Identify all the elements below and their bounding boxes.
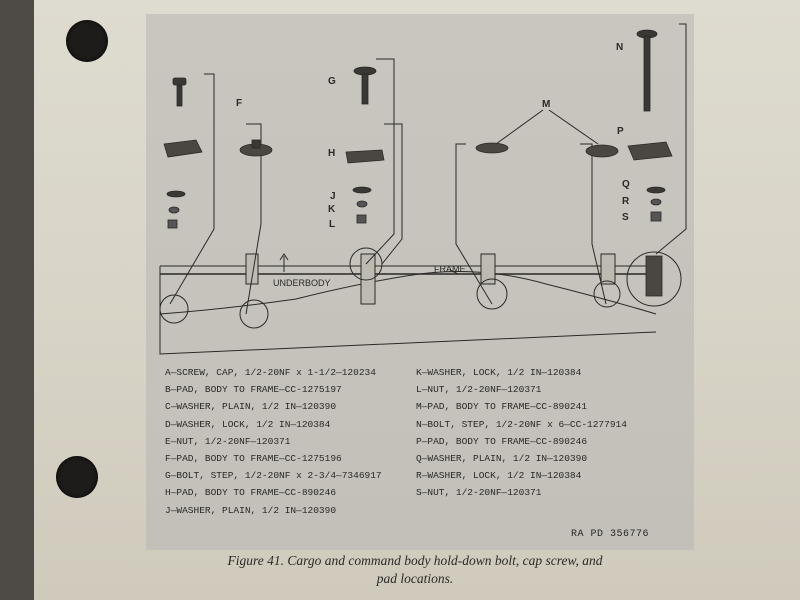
legend-item: P—PAD, BODY TO FRAME—CC-890246 bbox=[416, 435, 588, 447]
label-F: F bbox=[236, 98, 242, 109]
legend-item: K—WASHER, LOCK, 1/2 IN—120384 bbox=[416, 367, 582, 378]
binder-hole-bottom bbox=[56, 456, 98, 498]
legend-item: F—PAD, BODY TO FRAME—CC-1275196 bbox=[165, 452, 342, 464]
figure-caption: Figure 41. Cargo and command body hold-d… bbox=[120, 552, 710, 588]
label-H: H bbox=[328, 148, 335, 159]
label-M: M bbox=[542, 99, 550, 110]
legend-item: L—NUT, 1/2-20NF—120371 bbox=[416, 384, 542, 396]
label-G: G bbox=[328, 76, 336, 87]
legend-right: K—WASHER, LOCK, 1/2 IN—120384 L—NUT, 1/2… bbox=[416, 364, 627, 502]
caption-line-2: pad locations. bbox=[376, 571, 454, 586]
underbody-callout: UNDERBODY bbox=[273, 278, 331, 288]
label-K: K bbox=[328, 204, 336, 215]
label-R: R bbox=[622, 196, 630, 207]
legend-item: R—WASHER, LOCK, 1/2 IN—120384 bbox=[416, 470, 582, 482]
label-P: P bbox=[617, 126, 624, 137]
label-N: N bbox=[616, 42, 623, 53]
hold-down-diagram: A B C D E F G H J K L M N P Q R S UNDERB… bbox=[146, 23, 687, 355]
label-S: S bbox=[622, 212, 629, 223]
legend-item: Q—WASHER, PLAIN, 1/2 IN—120390 bbox=[416, 452, 588, 464]
legend-item: E—NUT, 1/2-20NF—120371 bbox=[165, 435, 291, 447]
legend-item: S—NUT, 1/2-20NF—120371 bbox=[416, 487, 542, 499]
reference-number: RA PD 356776 bbox=[571, 529, 650, 540]
legend-item: N—BOLT, STEP, 1/2-20NF x 6—CC-1277914 bbox=[416, 418, 627, 430]
legend-left: A—SCREW, CAP, 1/2-20NF x 1-1/2—120234 B—… bbox=[165, 364, 382, 519]
legend-item: A—SCREW, CAP, 1/2-20NF x 1-1/2—120234 bbox=[165, 367, 376, 378]
label-Q: Q bbox=[622, 179, 630, 190]
frame-callout: FRAME bbox=[434, 264, 466, 274]
legend-item: H—PAD, BODY TO FRAME—CC-890246 bbox=[165, 487, 337, 499]
label-J: J bbox=[330, 191, 336, 202]
legend-item: D—WASHER, LOCK, 1/2 IN—120384 bbox=[165, 418, 331, 430]
legend-item: J—WASHER, PLAIN, 1/2 IN—120390 bbox=[165, 504, 337, 516]
legend-item: C—WASHER, PLAIN, 1/2 IN—120390 bbox=[165, 401, 337, 413]
binder-hole-top bbox=[66, 20, 108, 62]
label-L: L bbox=[329, 219, 335, 230]
legend-item: M—PAD, BODY TO FRAME—CC-890241 bbox=[416, 401, 588, 413]
legend-item: B—PAD, BODY TO FRAME—CC-1275197 bbox=[165, 384, 342, 396]
legend-item: G—BOLT, STEP, 1/2-20NF x 2-3/4—7346917 bbox=[165, 470, 382, 482]
caption-line-1: Figure 41. Cargo and command body hold-d… bbox=[227, 553, 603, 568]
